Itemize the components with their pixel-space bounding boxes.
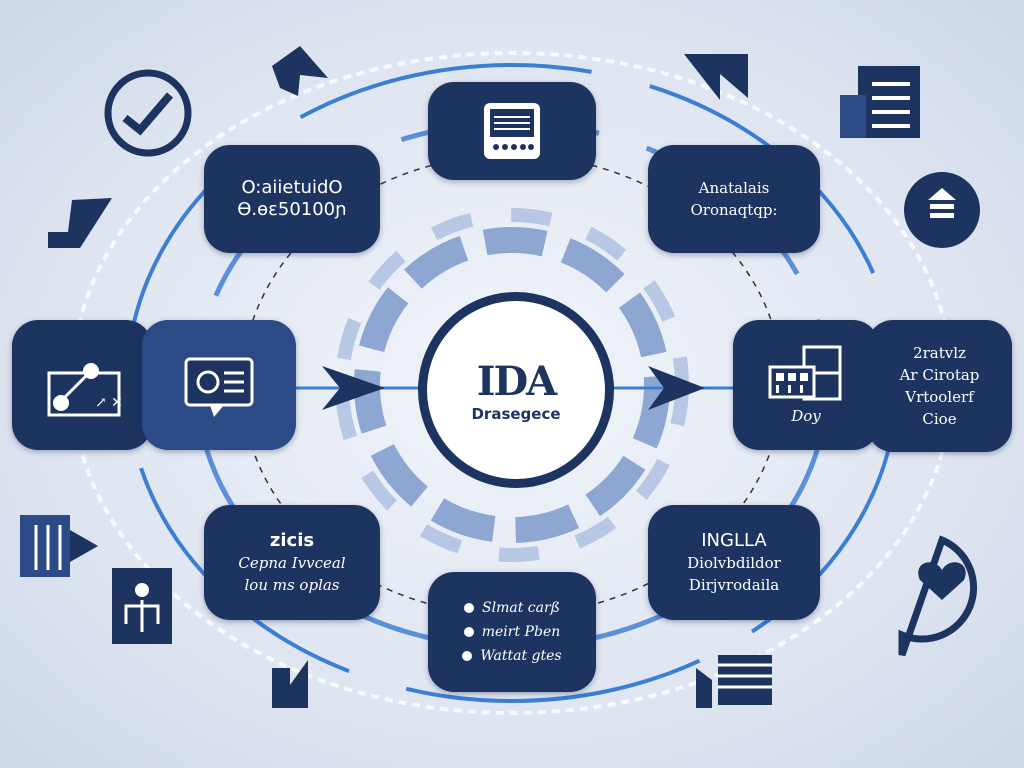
node-left-outer[interactable]: ↗ ✕ [12,320,152,450]
node-title: INGLLA [701,529,767,551]
stack-list-icon [718,655,772,705]
node-terminal[interactable] [428,82,596,180]
svg-text:↗ ✕: ↗ ✕ [95,395,123,411]
bullet-item: Slmat carß [464,596,560,620]
node-right-outer[interactable]: 2ratvlz Ar Cirotap Vrtoolerf Cioe [867,320,1012,452]
center-subtitle: Drasegece [471,404,561,423]
message-card-icon [184,357,254,417]
home-icon [904,172,980,248]
node-line: Cepna Ivvceal [238,553,346,572]
node-top-left[interactable]: O:aiietuidO Ɵ.ɵɛ50100ɲ [204,145,380,253]
node-line: Anatalais [698,179,770,197]
check-icon [122,92,174,136]
node-right-inner[interactable]: Doy [733,320,879,450]
node-line: Ar Cirotap [899,366,980,384]
node-line: O:aiietuidO [241,177,343,198]
factory-icon [272,660,308,708]
node-line: Ɵ.ɵɛ50100ɲ [237,199,347,220]
node-line: Diolvbdildor [687,553,781,572]
arrow-right-left [322,366,385,410]
arrow-right-right [648,366,705,410]
center-title: IDA [476,357,557,405]
node-bottom-center[interactable]: Slmat carß meirt Pben Wattat gtes [428,572,596,692]
node-bottom-left[interactable]: zicis Cepna Ivvceal lou ms oplas [204,505,380,620]
list-icon [20,515,70,577]
flag-icon [48,198,112,248]
node-bottom-right[interactable]: INGLLA Diolvbdildor Dirjvrodaila [648,505,820,620]
node-line: lou ms oplas [244,575,340,594]
terminal-icon [484,103,540,159]
bullet-item: meirt Pben [463,620,560,644]
node-top-right[interactable]: Anatalais Oronaqtqp: [648,145,820,253]
node-line: Oronaqtqp: [690,201,778,219]
chart-node-icon: ↗ ✕ [47,363,123,417]
check-circle-icon [104,69,192,157]
arrow-up-icon [272,46,328,96]
node-line: Vrtoolerf [905,388,974,406]
node-line: 2ratvlz [913,344,966,362]
node-title: zicis [269,529,315,551]
arrow-corner-icon [684,54,748,100]
chat-heart-icon [898,535,977,657]
node-label: Doy [791,407,821,425]
node-line: Dirjvrodaila [688,575,780,594]
node-line: Cioe [922,410,957,428]
node-left-inner[interactable] [142,320,296,450]
bullet-item: Wattat gtes [462,644,562,668]
center-hub[interactable]: IDA Drasegece [418,292,614,488]
building-icon [768,345,842,401]
